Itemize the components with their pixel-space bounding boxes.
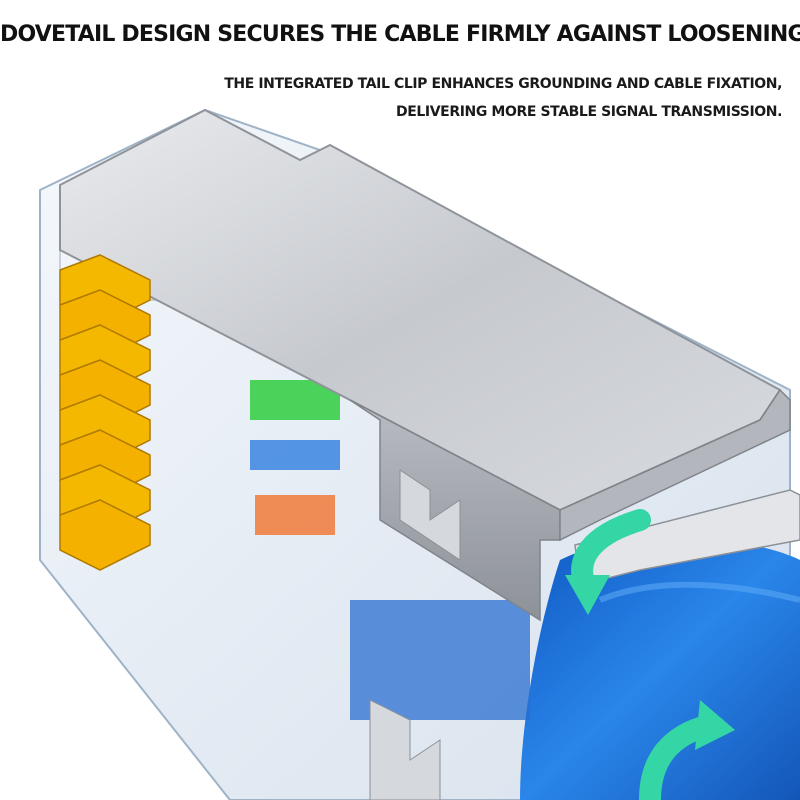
metal-shield — [59, 108, 800, 800]
subtext-line-1: THE INTEGRATED TAIL CLIP ENHANCES GROUND… — [224, 76, 782, 92]
rotate-arrow-icon — [639, 700, 735, 800]
gold-contact-pins — [59, 254, 151, 571]
subtext-line-2: DELIVERING MORE STABLE SIGNAL TRANSMISSI… — [396, 104, 782, 120]
rotate-arrow-icon — [565, 509, 651, 615]
internal-wires — [250, 380, 530, 720]
headline: DOVETAIL DESIGN SECURES THE CABLE FIRMLY… — [0, 22, 800, 47]
